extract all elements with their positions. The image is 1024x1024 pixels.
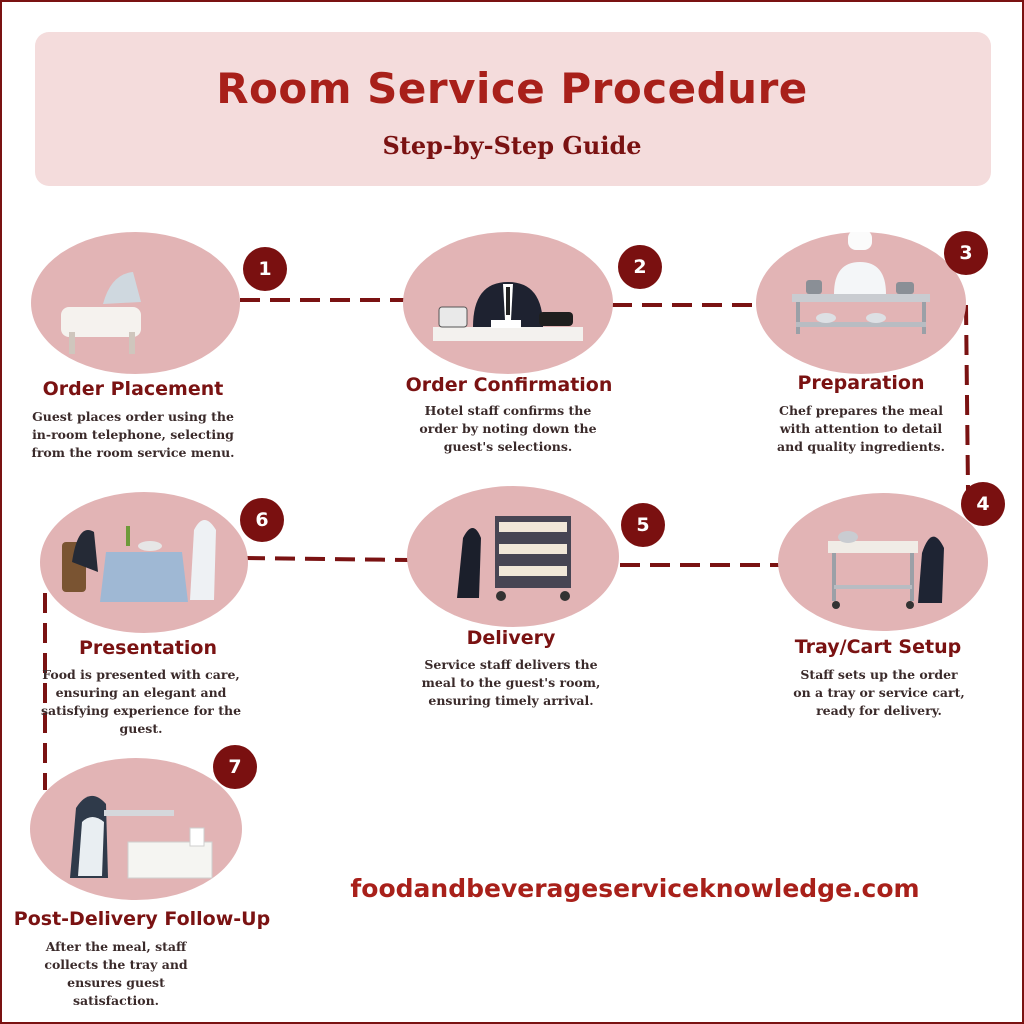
step-3-title: Preparation — [797, 372, 925, 394]
step-3-description: Chef prepares the meal with attention to… — [777, 403, 945, 454]
step-7-description: After the meal, staff collects the tray … — [44, 939, 188, 1008]
step-6-circle — [40, 492, 248, 633]
connector-5-6 — [244, 556, 411, 562]
step-4-title: Tray/Cart Setup — [794, 636, 962, 658]
step-6-title: Presentation — [79, 637, 217, 659]
step-1-title: Order Placement — [42, 378, 224, 400]
delivery-cart-icon — [457, 516, 571, 601]
connector-3-4 — [964, 304, 970, 491]
page-title: Room Service Procedure — [216, 64, 808, 113]
step-7-title: Post-Delivery Follow-Up — [13, 908, 271, 930]
step-4-badge: 4 — [961, 482, 1005, 526]
step-5-title: Delivery — [466, 627, 556, 649]
header-banner — [35, 32, 991, 186]
step-4-circle — [778, 493, 988, 631]
table-presentation-icon — [62, 520, 216, 602]
step-2-circle — [403, 232, 613, 374]
step-6-badge: 6 — [240, 498, 284, 542]
step-2-title: Order Confirmation — [405, 374, 613, 396]
step-4-description: Staff sets up the order on a tray or ser… — [793, 667, 965, 718]
step-1-description: Guest places order using the in-room tel… — [31, 409, 235, 460]
website-link[interactable]: foodandbeverageserviceknowledge.com — [350, 874, 920, 903]
step-3-badge: 3 — [944, 231, 988, 275]
page-subtitle: Step-by-Step Guide — [382, 131, 642, 160]
step-5-description: Service staff delivers the meal to the g… — [421, 657, 601, 708]
step-1-circle — [31, 232, 240, 374]
step-2-description: Hotel staff confirms the order by noting… — [419, 403, 597, 454]
step-6-description: Food is presented with care, ensuring an… — [40, 667, 242, 736]
tray-collection-icon — [70, 795, 213, 879]
step-5-badge: 5 — [621, 503, 665, 547]
step-5-circle — [407, 486, 619, 627]
step-7-badge: 7 — [213, 745, 257, 789]
step-1-badge: 1 — [243, 247, 287, 291]
staff-desk-icon — [433, 282, 583, 341]
guest-phone-icon — [61, 272, 141, 354]
cart-setup-icon — [828, 531, 944, 609]
step-3-circle — [756, 232, 966, 374]
step-2-badge: 2 — [618, 245, 662, 289]
step-7-circle — [30, 758, 242, 900]
chef-kitchen-icon — [792, 232, 930, 334]
